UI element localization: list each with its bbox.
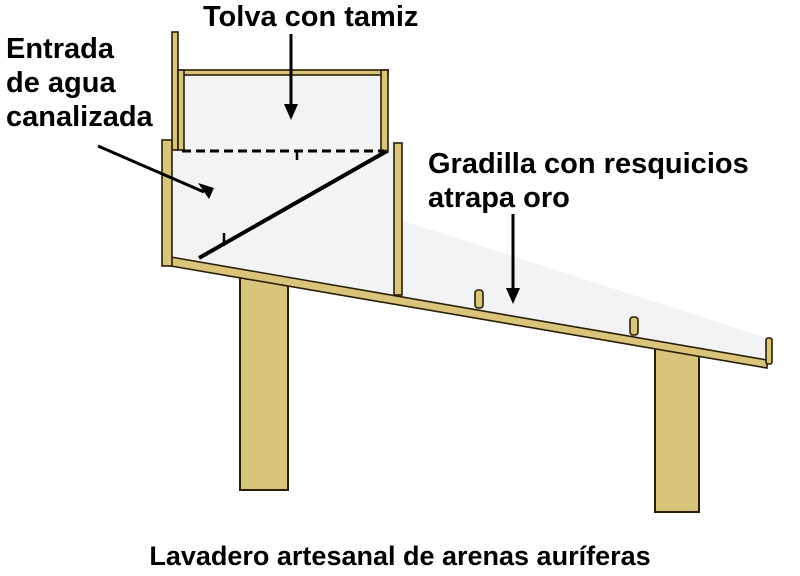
riffle (474, 289, 484, 309)
label-water-inlet-line-2: de agua (6, 67, 116, 99)
hopper-right-wall (380, 69, 389, 153)
arrow-gradilla (506, 214, 520, 304)
arrow-tolva (284, 34, 298, 120)
label-riffle-grid-line-1: Gradilla con resquicios (428, 148, 749, 180)
arrow-entrada (97, 144, 214, 199)
hopper-left-wall (177, 69, 185, 151)
label-riffle-grid: Gradilla con resquicios atrapa oro (428, 147, 749, 215)
support-legs (239, 275, 700, 513)
label-hopper-text: Tolva con tamiz (203, 1, 419, 33)
label-water-inlet-line-3: canalizada (6, 101, 153, 133)
box-left-wall (161, 139, 173, 267)
riffle (629, 316, 639, 336)
channel-panel (400, 220, 767, 362)
hopper-top-rim (177, 69, 389, 76)
box-right-wall (393, 142, 403, 296)
label-hopper: Tolva con tamiz (203, 0, 418, 34)
label-water-inlet: Entrada de agua canalizada (6, 32, 153, 134)
channel-end-stop (765, 337, 773, 365)
box-panel (165, 142, 400, 297)
figure-caption: Lavadero artesanal de arenas auríferas (149, 541, 651, 571)
diagonal-board (198, 149, 388, 260)
right-leg (654, 340, 700, 513)
label-riffle-grid-line-2: atrapa oro (428, 182, 570, 214)
label-water-inlet-line-1: Entrada (6, 33, 114, 65)
inlet-post (171, 31, 179, 151)
hopper-panel (180, 72, 387, 152)
left-leg (239, 275, 289, 491)
